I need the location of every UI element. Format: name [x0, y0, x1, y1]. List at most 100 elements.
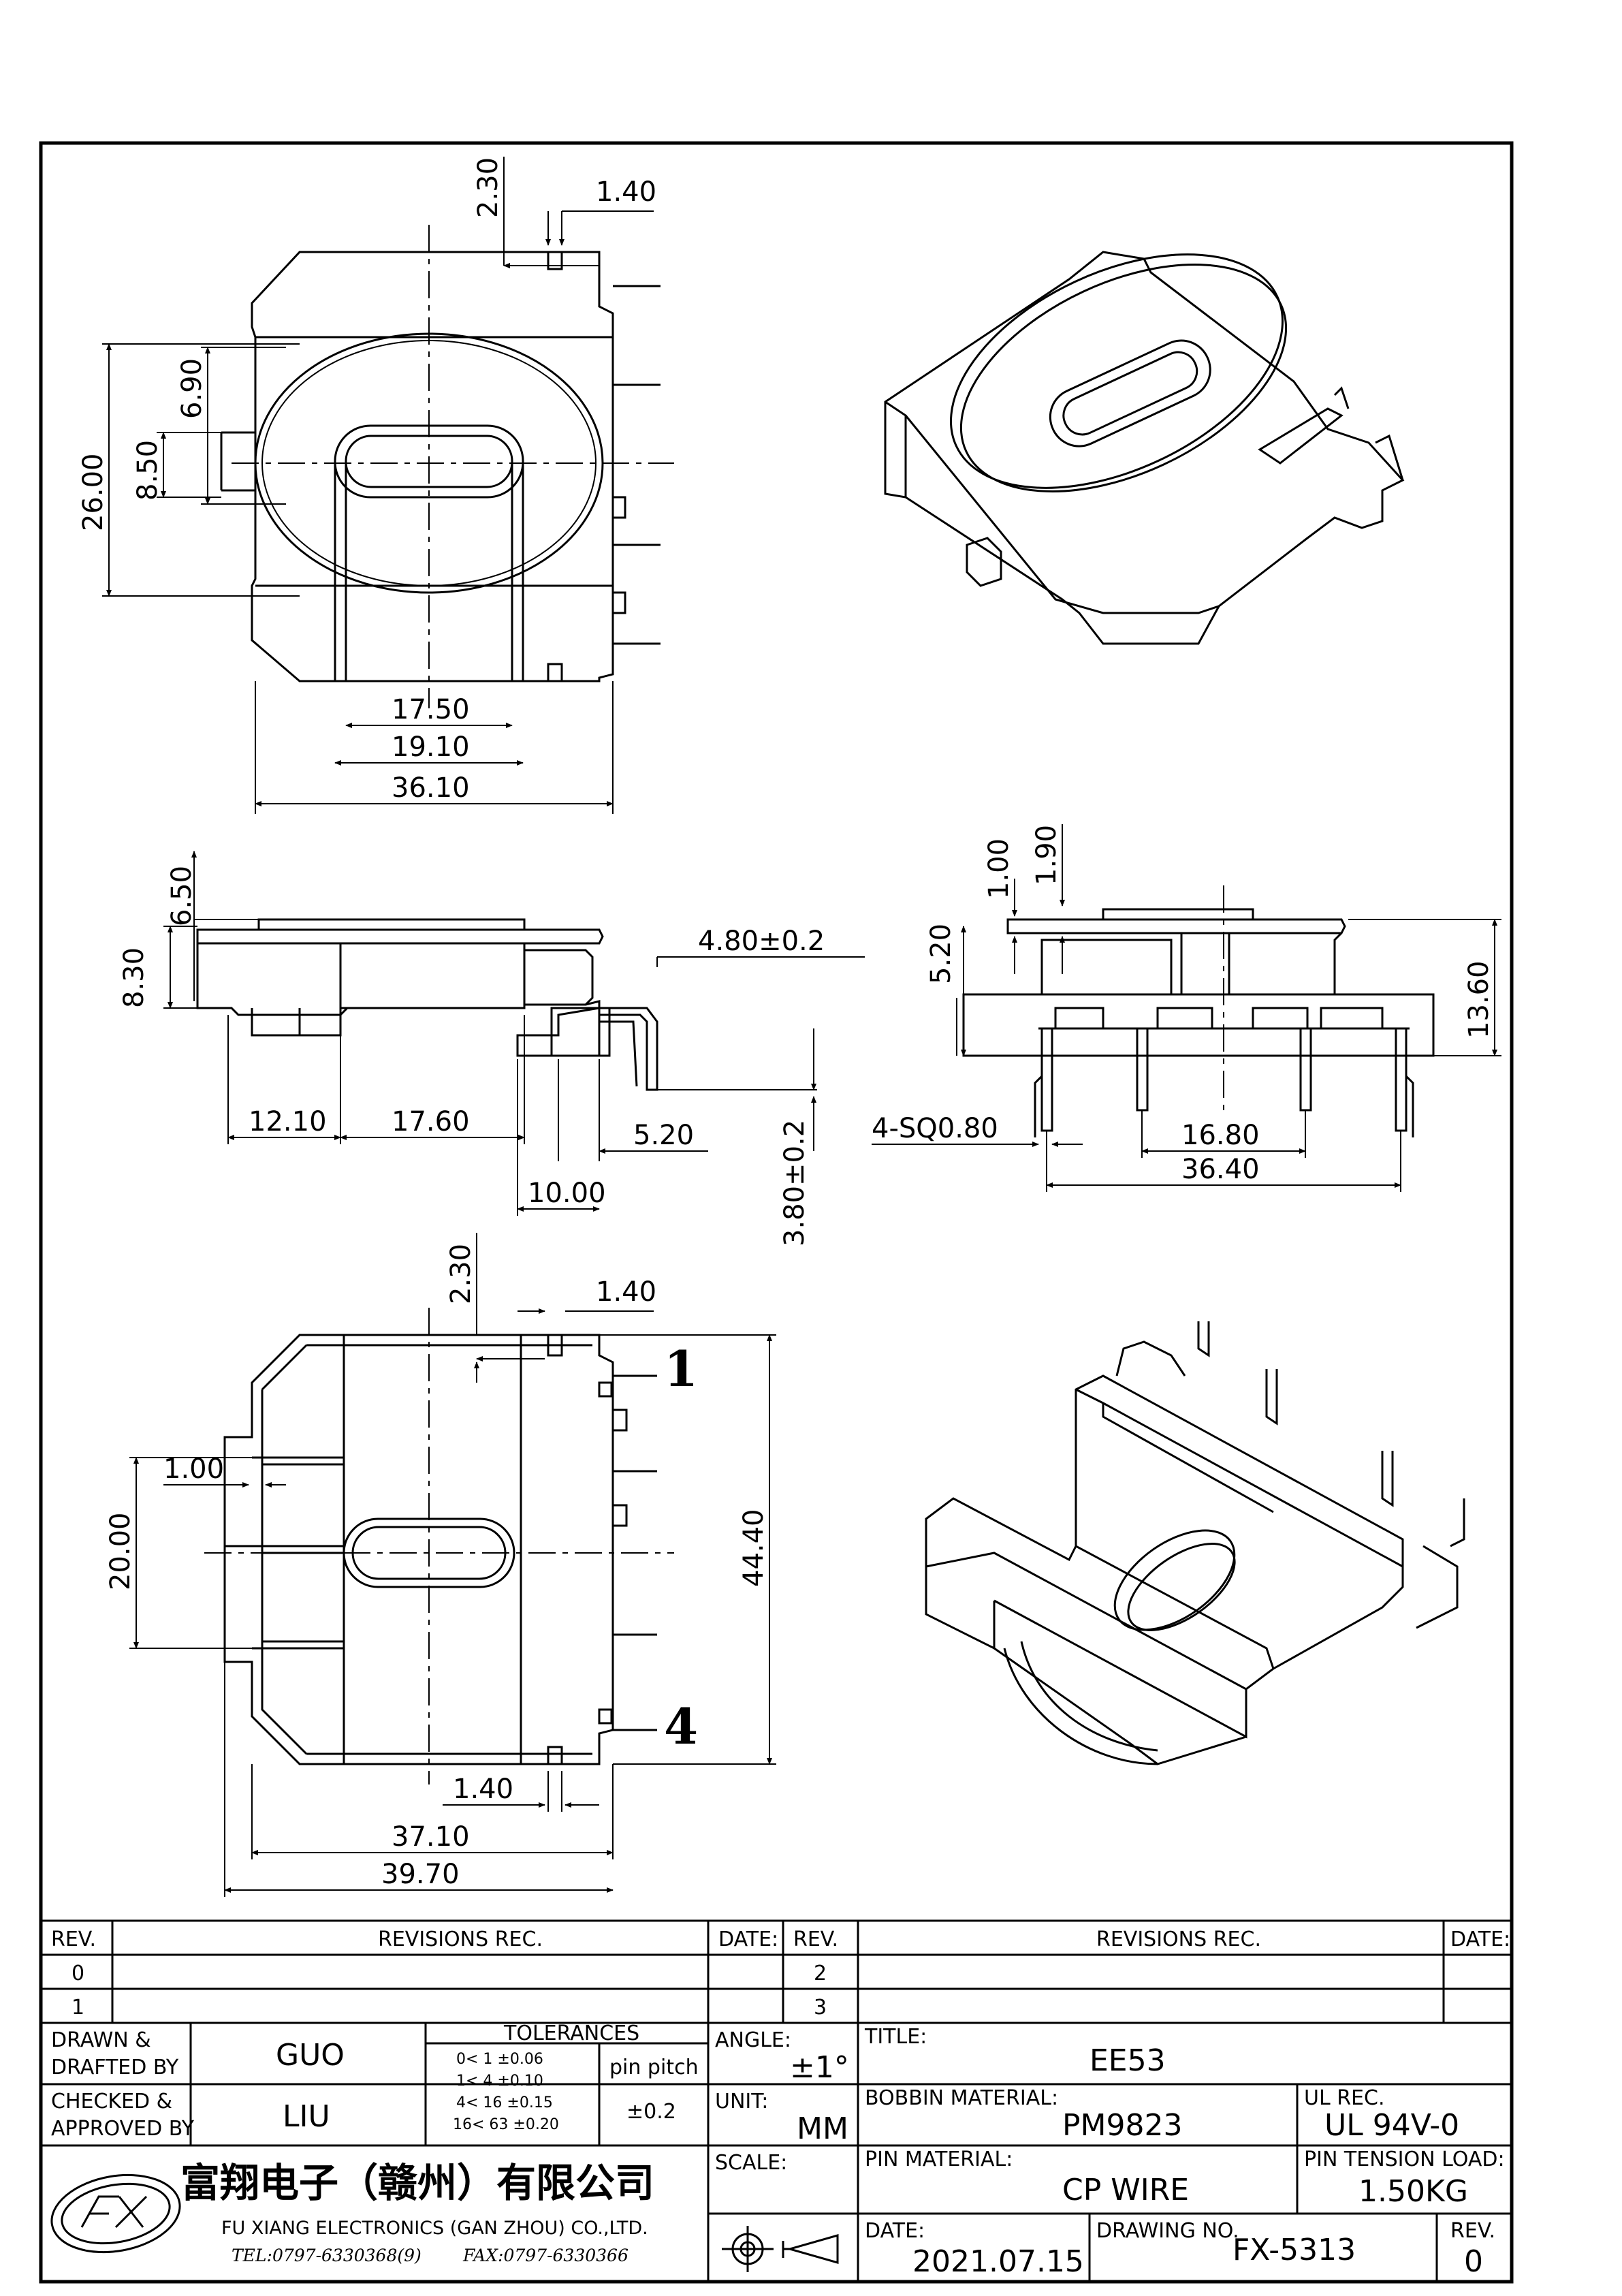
- top-view-dim-labels: 2.30 1.40 26.00 6.90 8.50 17.50 19.10 36…: [78, 157, 656, 804]
- ul-rec-label: UL REC.: [1304, 2086, 1385, 2110]
- front-view-dimensions: [872, 824, 1501, 1192]
- dim-37-10: 37.10: [392, 1821, 470, 1853]
- title-value: EE53: [1090, 2043, 1166, 2078]
- bottom-view-dim-labels: 2.30 1.40 1.00 20.00 44.40 1.40 37.10 39…: [105, 1244, 769, 1890]
- drawing-no-label: DRAWING NO.: [1096, 2219, 1239, 2243]
- scale-label: SCALE:: [715, 2151, 787, 2175]
- pin-material-value: CP WIRE: [1062, 2173, 1189, 2207]
- checked-label-2: APPROVED BY: [51, 2117, 195, 2141]
- dim-4-80: 4.80±0.2: [698, 926, 825, 957]
- dim-1-40: 1.40: [596, 176, 656, 208]
- title-block-text: REV. REVISIONS REC. DATE: REV. REVISIONS…: [51, 1928, 1510, 2279]
- revisions-header-left: REVISIONS REC.: [378, 1928, 543, 1951]
- pin-pitch-value: ±0.2: [626, 2100, 676, 2124]
- dim-10-00: 10.00: [528, 1178, 606, 1209]
- tol-row-2: 4< 16 ±0.15: [456, 2094, 553, 2111]
- drawing-frame: [39, 141, 1514, 2284]
- dim-2-30-bottom: 2.30: [445, 1244, 477, 1304]
- top-view-dimensions: [102, 157, 654, 814]
- isometric-view-bottom: [925, 1321, 1465, 1765]
- dim-6-90: 6.90: [176, 358, 208, 419]
- tol-row-0: 0< 1 ±0.06: [456, 2051, 543, 2068]
- dim-1-40-b: 1.40: [453, 1774, 513, 1805]
- rev-value: 0: [1464, 2244, 1483, 2279]
- dim-26-00: 26.00: [78, 453, 109, 531]
- dim-1-00-front: 1.00: [983, 838, 1015, 899]
- bobbin-material-label: BOBBIN MATERIAL:: [865, 2086, 1058, 2110]
- company-fax: FAX:0797-6330366: [462, 2246, 629, 2265]
- front-view: [962, 908, 1435, 1137]
- drawn-label-2: DRAFTED BY: [51, 2056, 179, 2079]
- company-tel: TEL:0797-6330368(9): [232, 2246, 422, 2265]
- company-name-en: FU XIANG ELECTRONICS (GAN ZHOU) CO.,LTD.: [221, 2218, 648, 2239]
- bottom-view-dimensions: [129, 1233, 776, 1897]
- top-view: [220, 251, 661, 682]
- drawn-value: GUO: [276, 2038, 345, 2073]
- dim-1-00-bottom: 1.00: [163, 1453, 224, 1485]
- company-name-cn: 富翔电子（赣州）有限公司: [180, 2160, 654, 2206]
- dim-16-80: 16.80: [1181, 1120, 1260, 1151]
- bottom-view: [223, 1334, 657, 1765]
- revisions-header-right: REVISIONS REC.: [1096, 1928, 1261, 1951]
- dim-4-sq0-80: 4-SQ0.80: [872, 1113, 998, 1144]
- dim-5-20: 5.20: [633, 1120, 694, 1151]
- dim-39-70: 39.70: [381, 1859, 460, 1890]
- dim-44-40: 44.40: [738, 1509, 769, 1587]
- dim-19-10: 19.10: [392, 732, 470, 763]
- dim-2-30: 2.30: [473, 157, 504, 218]
- tol-row-3: 16< 63 ±0.20: [453, 2116, 559, 2133]
- dim-8-30: 8.30: [118, 947, 150, 1008]
- company-logo-icon: [50, 2173, 181, 2254]
- unit-label: UNIT:: [715, 2090, 768, 2113]
- isometric-view-top: [884, 251, 1405, 645]
- drawn-label-1: DRAWN &: [51, 2028, 151, 2052]
- pin-pitch-label: pin pitch: [609, 2056, 699, 2079]
- bottom-view-centerlines: [204, 1308, 674, 1784]
- dim-1-90: 1.90: [1031, 825, 1062, 885]
- bobbin-material-value: PM9823: [1062, 2108, 1182, 2143]
- dim-17-60: 17.60: [392, 1106, 470, 1137]
- ul-rec-value: UL 94V-0: [1324, 2108, 1459, 2143]
- tolerances-header: TOLERANCES: [503, 2022, 639, 2045]
- pin-tension-value: 1.50KG: [1358, 2174, 1468, 2209]
- dim-12-10: 12.10: [249, 1106, 327, 1137]
- rev-row-1: 1: [71, 1996, 84, 2019]
- side-view-dim-labels: 6.50 8.30 4.80±0.2 12.10 17.60 5.20 10.0…: [118, 866, 825, 1246]
- pin-tension-label: PIN TENSION LOAD:: [1304, 2148, 1505, 2171]
- rev-header-left: REV.: [51, 1928, 96, 1951]
- projection-symbol-icon: [722, 2226, 839, 2272]
- rev-header-right: REV.: [793, 1928, 838, 1951]
- pin-1-label: 1: [664, 1340, 698, 1398]
- title-block: [41, 1919, 1512, 2282]
- dim-5-20-front: 5.20: [925, 924, 957, 984]
- date-header-left: DATE:: [718, 1928, 778, 1951]
- date-value: 2021.07.15: [912, 2244, 1084, 2279]
- angle-value: ±1°: [790, 2050, 849, 2085]
- dim-36-40: 36.40: [1181, 1154, 1260, 1185]
- front-view-dim-labels: 1.00 1.90 5.20 13.60 4-SQ0.80 16.80 36.4…: [872, 825, 1495, 1185]
- unit-value: MM: [797, 2111, 848, 2146]
- tol-row-1: 1< 4 ±0.10: [456, 2073, 543, 2090]
- dim-20-00: 20.00: [105, 1512, 136, 1590]
- checked-label-1: CHECKED &: [51, 2090, 172, 2113]
- date-header-right: DATE:: [1450, 1928, 1510, 1951]
- side-view-dimensions: [163, 851, 865, 1216]
- dim-6-50: 6.50: [166, 866, 197, 926]
- dim-3-80: 3.80±0.2: [779, 1120, 810, 1246]
- checked-value: LIU: [283, 2099, 330, 2134]
- dim-8-50: 8.50: [132, 440, 163, 501]
- drawing-no-value: FX-5313: [1233, 2233, 1356, 2267]
- title-label: TITLE:: [864, 2025, 927, 2049]
- dim-36-10: 36.10: [392, 772, 470, 804]
- date-label: DATE:: [865, 2219, 925, 2243]
- pin-material-label: PIN MATERIAL:: [865, 2148, 1013, 2171]
- rev-row-3: 3: [814, 1996, 827, 2019]
- dim-17-50: 17.50: [392, 694, 470, 725]
- rev-row-2: 2: [814, 1962, 827, 1985]
- pin-4-label: 4: [664, 1697, 698, 1755]
- rev-label: REV.: [1450, 2219, 1495, 2243]
- dim-13-60: 13.60: [1463, 960, 1495, 1039]
- dim-1-40-bottom: 1.40: [596, 1276, 656, 1308]
- side-view: [196, 918, 658, 1091]
